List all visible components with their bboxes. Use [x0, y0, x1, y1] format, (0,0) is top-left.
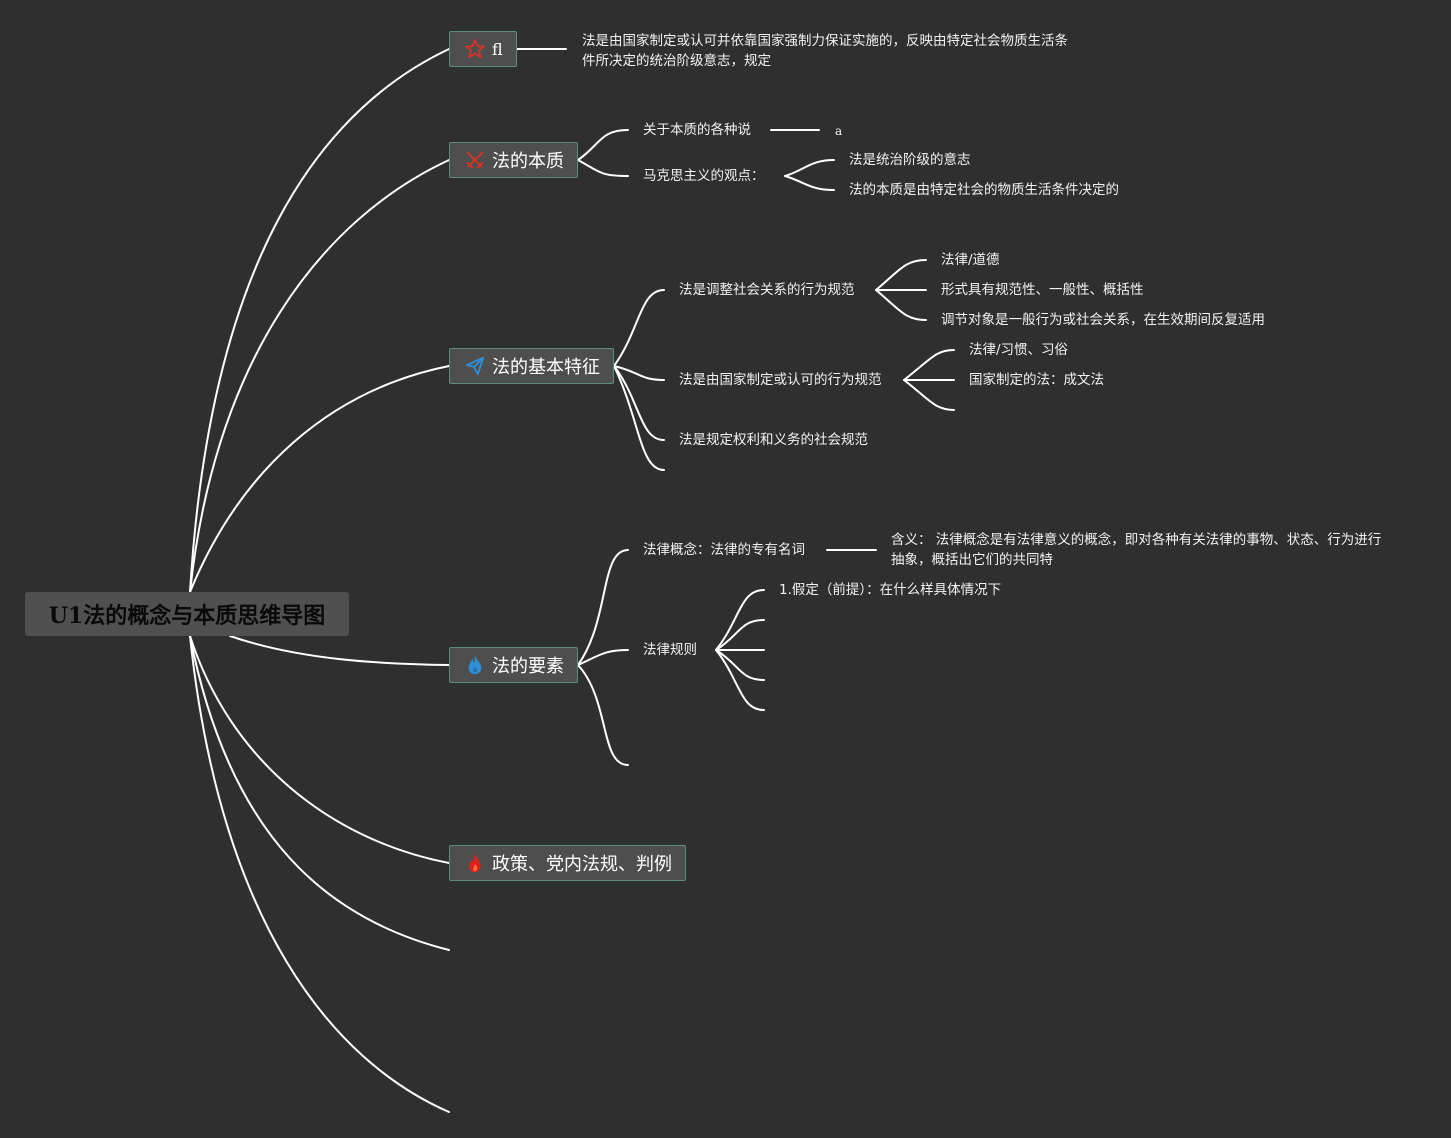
connector-benzhi-b — [577, 159, 629, 177]
leaf-tz1-xingshi[interactable]: 形式具有规范性、一般性、概括性 — [941, 282, 1144, 298]
leaf-fl-definition[interactable]: 法是由国家制定或认可并依靠国家强制力保证实施的，反映由特定社会物质生活条件所决定… — [582, 33, 1068, 69]
root-title: U1法的概念与本质思维导图 — [48, 603, 326, 629]
leaf-benzhi-a[interactable]: a — [835, 124, 843, 138]
connector-root-zhengce — [189, 635, 450, 864]
leaf-tz-quanli[interactable]: 法是规定权利和义务的社会规范 — [679, 432, 868, 448]
connector-root-tezheng — [189, 365, 450, 593]
connector-guize-1 — [715, 589, 765, 651]
leaf-tz-zhiding[interactable]: 法是由国家制定或认可的行为规范 — [679, 372, 882, 388]
branch-node-zhengce[interactable]: 政策、党内法规、判例 — [449, 845, 686, 881]
leaf-tz1-daode[interactable]: 法律/道德 — [941, 252, 1000, 268]
branch-node-benzhi[interactable]: 法的本质 — [449, 142, 578, 178]
connector-mks-1 — [784, 159, 835, 177]
leaf-tz2-chengwenfa[interactable]: 国家制定的法：成文法 — [969, 372, 1104, 388]
connector-root-fl — [189, 48, 450, 593]
connector-root-empty-2 — [189, 635, 450, 1113]
connector-tz1-a — [875, 259, 927, 291]
leaf-tz2-xiguan[interactable]: 法律/习惯、习俗 — [969, 342, 1069, 358]
connector-ys-1 — [577, 549, 629, 666]
leaf-ys-hanyi[interactable]: 含义： 法律概念是有法律意义的概念，即对各种有关法律的事物、状态、行为进行抽象，… — [891, 532, 1382, 568]
connector-root-empty-1 — [189, 635, 450, 951]
water-drop-icon — [464, 654, 486, 676]
leaf-benzhi-makesi[interactable]: 马克思主义的观点： — [643, 168, 765, 184]
connector-tz-2 — [613, 365, 665, 381]
connector-guize-2 — [715, 619, 765, 651]
connector-ys-2 — [577, 649, 629, 666]
fire-icon — [464, 852, 486, 874]
leaf-ys-guize[interactable]: 法律规则 — [643, 642, 697, 658]
branch-label: 法的要素 — [492, 656, 564, 677]
crossed-swords-icon — [464, 149, 486, 171]
connector-tz-1 — [613, 289, 665, 367]
connector-mks-2 — [784, 175, 835, 191]
connector-guize-5 — [715, 649, 765, 711]
leaf-guize-jiading[interactable]: 1.假定（前提）：在什么样具体情况下 — [779, 582, 1002, 598]
connector-ys-3 — [577, 664, 629, 766]
leaf-benzhi-wuzhi[interactable]: 法的本质是由特定社会的物质生活条件决定的 — [849, 182, 1119, 198]
branch-node-yaosu[interactable]: 法的要素 — [449, 647, 578, 683]
root-node[interactable]: U1法的概念与本质思维导图 — [25, 592, 349, 636]
branch-label: fl — [492, 39, 503, 59]
connector-root-yaosu — [229, 635, 450, 666]
connector-guize-4 — [715, 649, 765, 681]
connector-root-benzhi — [189, 159, 450, 593]
connector-tz-3 — [613, 365, 665, 441]
leaf-benzhi-tongzhi[interactable]: 法是统治阶级的意志 — [849, 152, 971, 168]
leaf-benzhi-gezhongshuo[interactable]: 关于本质的各种说 — [643, 122, 751, 138]
connector-tz-4 — [613, 365, 665, 471]
paper-plane-icon — [464, 355, 486, 377]
connector-tz2-c — [903, 379, 955, 411]
connector-tz2-a — [903, 349, 955, 381]
leaf-ys-gainian[interactable]: 法律概念：法律的专有名词 — [643, 542, 805, 558]
branch-label: 法的基本特征 — [492, 357, 600, 378]
connector-tz1-c — [875, 289, 927, 321]
connector-benzhi-a — [577, 129, 629, 161]
leaf-tz1-duixiang[interactable]: 调节对象是一般行为或社会关系，在生效期间反复适用 — [941, 312, 1265, 328]
leaf-tz-tiaozheng[interactable]: 法是调整社会关系的行为规范 — [679, 282, 855, 298]
star-icon — [464, 38, 486, 60]
branch-label: 政策、党内法规、判例 — [492, 854, 672, 875]
branch-node-fl[interactable]: fl — [449, 31, 517, 67]
branch-node-tezheng[interactable]: 法的基本特征 — [449, 348, 614, 384]
branch-label: 法的本质 — [492, 151, 564, 172]
